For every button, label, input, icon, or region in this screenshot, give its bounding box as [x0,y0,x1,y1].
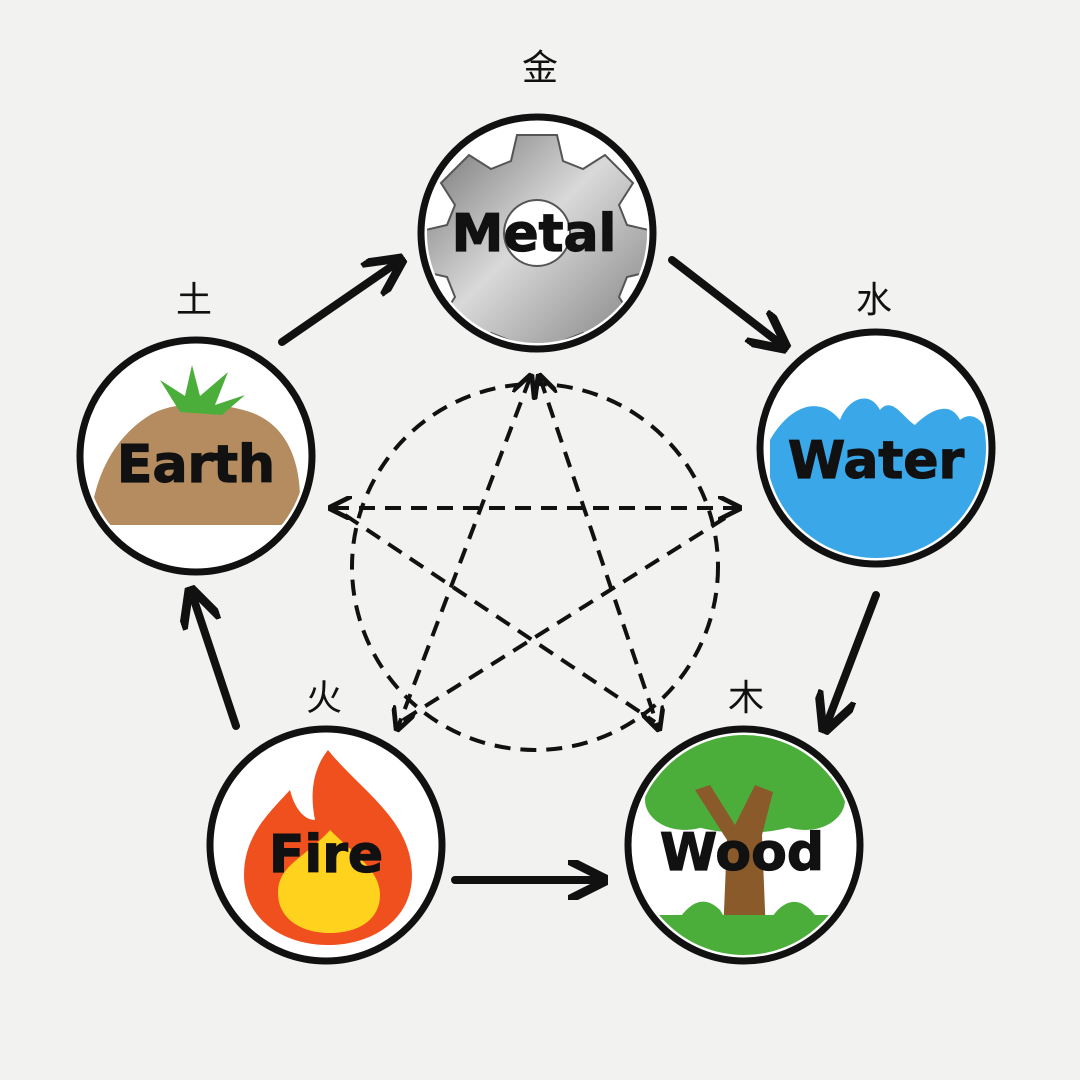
node-earth: Earth 土 [76,280,316,576]
cycle-arrow-fire-earth [192,594,240,730]
node-earth-char: 土 [176,280,212,321]
node-water-char: 水 [856,280,892,321]
wave-icon [770,398,986,558]
gear-icon [427,134,647,343]
node-wood-label: Wood [660,823,824,883]
soil-mound-icon [90,365,300,525]
node-fire-char: 火 [306,678,342,719]
node-water: Water 水 [756,280,996,568]
cycle-arrow-metal-water [668,256,782,345]
node-metal-char: 金 [522,48,558,89]
generating-cycle [192,256,880,880]
node-water-label: Water [788,431,965,491]
node-metal-label: Metal [452,204,617,264]
flame-icon [244,750,412,945]
node-metal: Metal 金 [417,48,657,353]
star-arrow-metal-wood [540,378,658,727]
node-wood-char: 木 [728,678,764,719]
star-arrow-metal-fire [398,378,530,727]
node-earth-label: Earth [117,435,275,495]
controlling-star [333,378,737,727]
node-fire-label: Fire [269,825,383,885]
node-fire: Fire 火 [206,678,446,965]
center-dashed-circle [350,382,720,752]
star-arrow-earth-wood [343,513,657,724]
cycle-arrow-earth-metal [278,262,398,346]
star-arrow-water-fire [398,516,727,724]
cycle-arrow-water-wood [826,591,880,726]
